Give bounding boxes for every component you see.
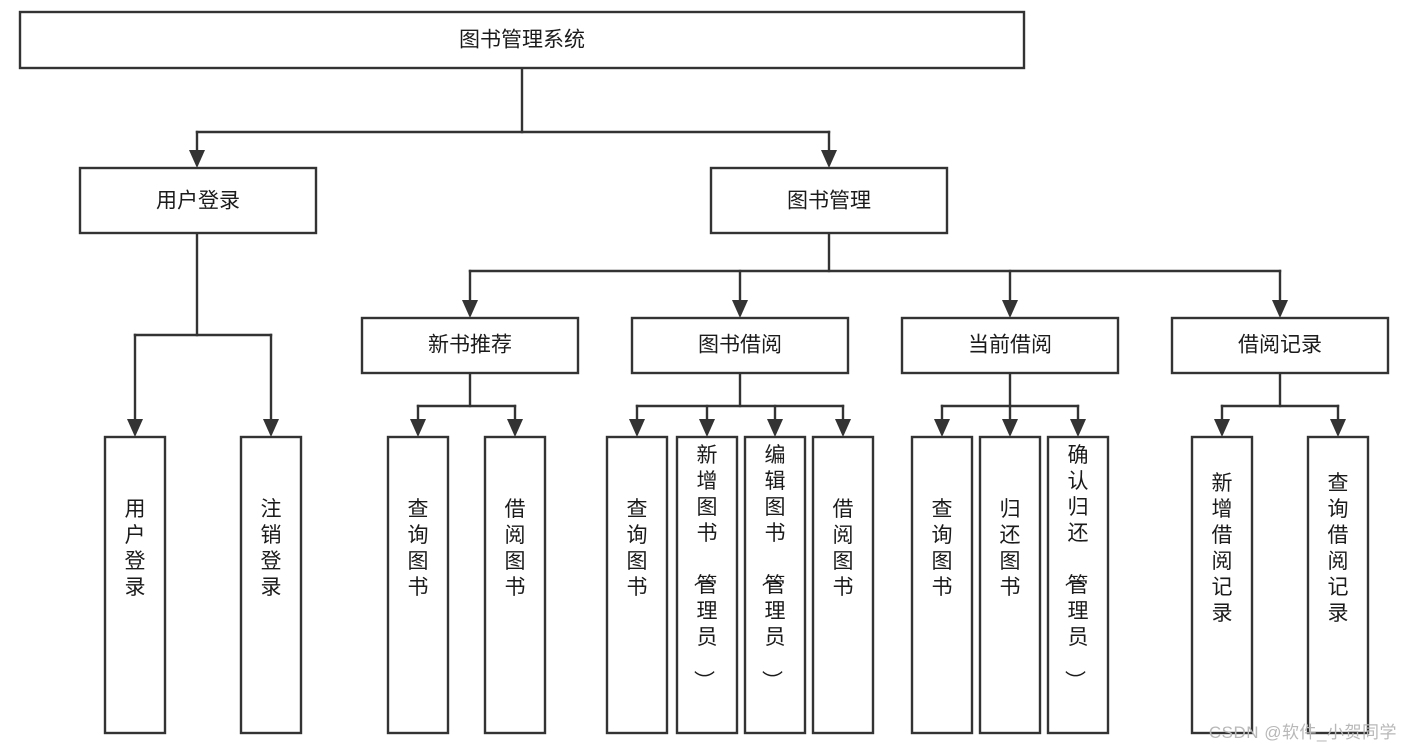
node-leaf-borrow-book-1[interactable]: 借阅图书: [483, 435, 547, 735]
node-leaf-add-book-box[interactable]: [675, 435, 739, 735]
node-leaf-borrow-book-1-label: 借阅图书: [505, 498, 526, 599]
node-leaf-query-record-label: 查询借阅记录: [1328, 472, 1349, 625]
node-user-login-label: 用户登录: [156, 190, 240, 213]
node-leaf-borrow-book-2[interactable]: 借阅图书: [811, 435, 875, 735]
node-book-borrow-label: 图书借阅: [698, 334, 782, 357]
node-leaf-query-book-2-box[interactable]: [605, 435, 669, 735]
node-root[interactable]: 图书管理系统: [18, 10, 1026, 70]
node-borrow-record[interactable]: 借阅记录: [1170, 316, 1390, 375]
node-new-book-recommend[interactable]: 新书推荐: [360, 316, 580, 375]
arrow-head-leaf-confirm-return: [1070, 419, 1086, 437]
arrow-head-leaf-query-book-3: [934, 419, 950, 437]
arrow-head-new-book-recommend: [462, 300, 478, 318]
node-book-borrow-box[interactable]: [630, 316, 850, 375]
node-borrow-record-label: 借阅记录: [1238, 334, 1322, 357]
node-leaf-borrow-book-2-box[interactable]: [811, 435, 875, 735]
node-leaf-confirm-return-box[interactable]: [1046, 435, 1110, 735]
node-book-manage-label: 图书管理: [787, 190, 871, 213]
node-leaf-user-logout-label: 注销登录: [261, 498, 282, 599]
arrow-head-leaf-borrow-book-1: [507, 419, 523, 437]
arrow-head-leaf-borrow-book-2: [835, 419, 851, 437]
connector-group-root: [189, 66, 837, 168]
arrow-head-current-borrow: [1002, 300, 1018, 318]
node-leaf-query-book-3-label: 查询图书: [932, 498, 953, 599]
node-root-label: 图书管理系统: [459, 29, 585, 52]
arrow-head-leaf-user-logout: [263, 419, 279, 437]
arrow-head-user-login: [189, 150, 205, 168]
node-leaf-query-book-1-label: 查询图书: [408, 498, 429, 599]
node-leaf-user-logout-box[interactable]: [239, 435, 303, 735]
arrow-head-leaf-edit-book: [767, 419, 783, 437]
connector-group-book-borrow: [629, 371, 851, 437]
node-leaf-add-book-label: 新增图书（管理员）: [692, 444, 718, 691]
arrow-head-borrow-record: [1272, 300, 1288, 318]
connector-group-current-borrow: [934, 371, 1086, 437]
node-leaf-edit-book-label: 编辑图书（管理员）: [760, 444, 786, 691]
arrow-head-book-borrow: [732, 300, 748, 318]
node-new-book-recommend-label: 新书推荐: [428, 334, 512, 357]
node-leaf-return-book-box[interactable]: [978, 435, 1042, 735]
node-leaf-query-book-1-box[interactable]: [386, 435, 450, 735]
node-leaf-add-record[interactable]: 新增借阅记录: [1190, 435, 1254, 735]
arrow-head-leaf-user-login: [127, 419, 143, 437]
connector-group-book-manage: [462, 231, 1288, 318]
node-leaf-borrow-book-2-label: 借阅图书: [833, 498, 854, 599]
node-leaf-user-logout[interactable]: 注销登录: [239, 435, 303, 735]
node-user-login-box[interactable]: [78, 166, 318, 235]
node-leaf-add-book[interactable]: 新增图书（管理员）: [675, 435, 739, 735]
connector-group-user-login: [127, 231, 279, 437]
connector-group-borrow-record: [1214, 371, 1346, 437]
node-current-borrow-box[interactable]: [900, 316, 1120, 375]
watermark-text: CSDN @软件_小贺同学: [1208, 723, 1397, 742]
node-leaf-user-login-label: 用户登录: [125, 498, 146, 599]
node-leaf-user-login-box[interactable]: [103, 435, 167, 735]
node-leaf-query-record-box[interactable]: [1306, 435, 1370, 735]
arrow-head-leaf-add-book: [699, 419, 715, 437]
node-current-borrow[interactable]: 当前借阅: [900, 316, 1120, 375]
node-leaf-query-book-2-label: 查询图书: [627, 498, 648, 599]
node-book-borrow[interactable]: 图书借阅: [630, 316, 850, 375]
node-book-manage-box[interactable]: [709, 166, 949, 235]
node-book-manage[interactable]: 图书管理: [709, 166, 949, 235]
node-leaf-query-book-3-box[interactable]: [910, 435, 974, 735]
node-leaf-query-book-2[interactable]: 查询图书: [605, 435, 669, 735]
node-leaf-query-book-1[interactable]: 查询图书: [386, 435, 450, 735]
connector-group-new-book-recommend: [410, 371, 523, 437]
node-leaf-query-book-3[interactable]: 查询图书: [910, 435, 974, 735]
node-leaf-confirm-return-label: 确认归还（管理员）: [1063, 444, 1089, 691]
arrow-head-book-manage: [821, 150, 837, 168]
node-leaf-add-record-label: 新增借阅记录: [1212, 472, 1233, 625]
node-borrow-record-box[interactable]: [1170, 316, 1390, 375]
node-new-book-recommend-box[interactable]: [360, 316, 580, 375]
node-leaf-edit-book[interactable]: 编辑图书（管理员）: [743, 435, 807, 735]
arrow-head-leaf-add-record: [1214, 419, 1230, 437]
node-leaf-edit-book-box[interactable]: [743, 435, 807, 735]
node-root-box[interactable]: [18, 10, 1026, 70]
node-leaf-return-book-label: 归还图书: [1000, 498, 1021, 599]
node-leaf-confirm-return[interactable]: 确认归还（管理员）: [1046, 435, 1110, 735]
node-leaf-user-login[interactable]: 用户登录: [103, 435, 167, 735]
node-current-borrow-label: 当前借阅: [968, 334, 1052, 357]
arrow-head-leaf-query-book-2: [629, 419, 645, 437]
node-leaf-query-record[interactable]: 查询借阅记录: [1306, 435, 1370, 735]
arrow-head-leaf-return-book: [1002, 419, 1018, 437]
node-leaf-borrow-book-1-box[interactable]: [483, 435, 547, 735]
node-user-login[interactable]: 用户登录: [78, 166, 318, 235]
node-leaf-add-record-box[interactable]: [1190, 435, 1254, 735]
arrow-head-leaf-query-record: [1330, 419, 1346, 437]
node-leaf-return-book[interactable]: 归还图书: [978, 435, 1042, 735]
arrow-head-leaf-query-book-1: [410, 419, 426, 437]
